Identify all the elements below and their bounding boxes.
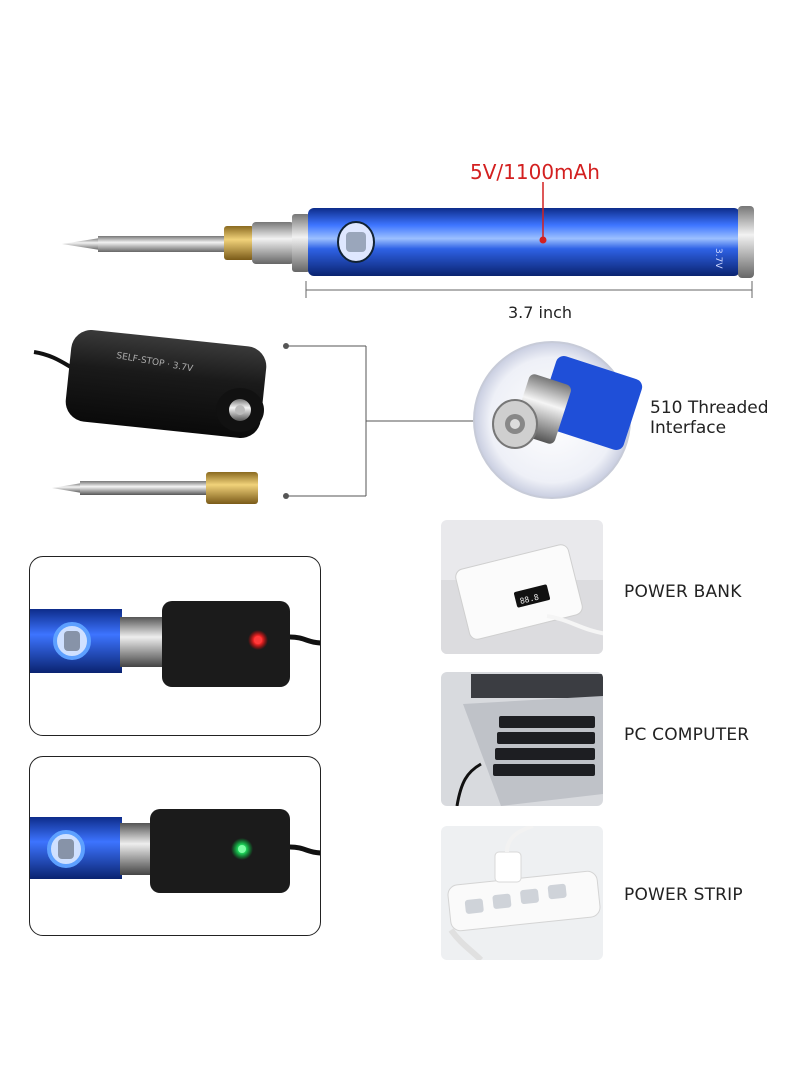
soldering-tip	[62, 236, 226, 252]
svg-text:3.7V: 3.7V	[713, 248, 723, 269]
end-cap	[738, 206, 754, 278]
charging-red-illustration	[30, 601, 320, 687]
power-strip-photo	[441, 826, 603, 960]
power-source-label-pc: PC COMPUTER	[624, 725, 750, 745]
brass-nut	[224, 226, 254, 260]
charging-panel-red	[29, 556, 321, 736]
threaded-interface-closeup	[473, 341, 643, 499]
interface-label-line1: 510 Threaded	[650, 398, 769, 418]
power-bank-photo: 88.8	[441, 520, 603, 654]
interface-label: 510 Threaded Interface	[650, 398, 769, 438]
spare-soldering-tip	[52, 472, 258, 504]
interface-label-line2: Interface	[650, 418, 727, 438]
pen-body	[308, 208, 740, 276]
soldering-pen-illustration: 3.7V	[62, 182, 754, 298]
power-source-label-bank: POWER BANK	[624, 582, 742, 602]
charging-panel-green	[29, 756, 321, 936]
charging-green-illustration	[30, 809, 320, 893]
components-illustration: SELF-STOP · 3.7V	[33, 330, 643, 504]
usb-charging-adapter: SELF-STOP · 3.7V	[33, 330, 267, 439]
laptop-photo	[441, 672, 603, 806]
steel-collar	[252, 222, 294, 264]
power-source-label-strip: POWER STRIP	[624, 885, 743, 905]
length-label: 3.7 inch	[508, 303, 573, 322]
capacity-label: 5V/1100mAh	[470, 160, 600, 184]
